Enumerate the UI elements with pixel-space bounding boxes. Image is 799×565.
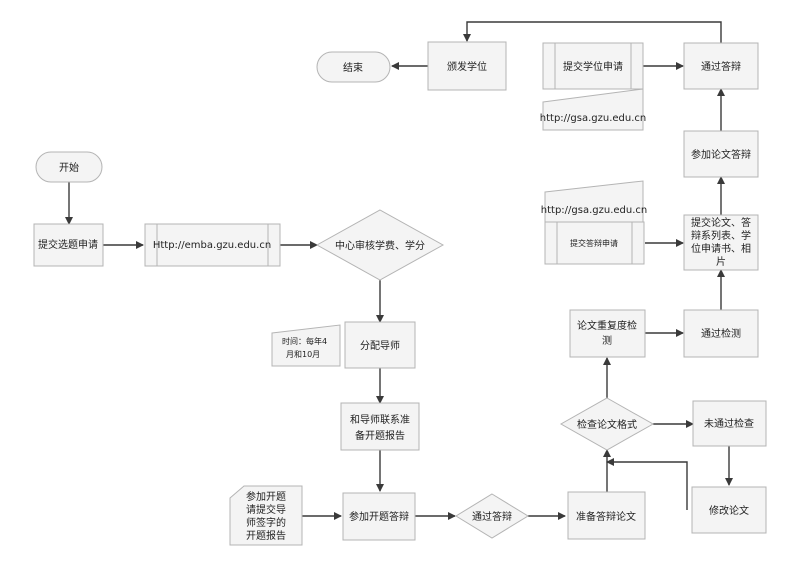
plagiarism-check-line-2: 测 xyxy=(602,334,612,347)
emba-url-process: Http://emba.gzu.edu.cn xyxy=(144,223,281,267)
submit-docs-line-2: 辩系列表、学 xyxy=(691,229,751,242)
contact-advisor-box: 和导师联系准 备开题报告 xyxy=(340,402,420,451)
defense-note-line-2: 请提交导 xyxy=(246,503,286,516)
revise-thesis-box: 修改论文 xyxy=(691,486,767,534)
pass-check-box: 通过检测 xyxy=(683,309,759,358)
arrow-revise-to-check xyxy=(606,458,688,510)
connectors xyxy=(65,21,733,520)
gsa-url-note-2: http://gsa.gzu.edu.cn xyxy=(540,88,646,131)
defense-note-line-1: 参加开题 xyxy=(246,490,286,503)
start-terminator: 开始 xyxy=(35,151,103,183)
submit-degree-app-label: 提交学位申请 xyxy=(563,60,623,73)
award-degree-box: 颁发学位 xyxy=(427,41,507,91)
revise-thesis-label: 修改论文 xyxy=(709,504,749,517)
defense-note-line-4: 开题报告 xyxy=(246,529,286,542)
arrow-pass-to-award xyxy=(463,21,722,43)
plagiarism-check-line-1: 论文重复度检 xyxy=(577,319,637,332)
submit-defense-app-label: 提交答辩申请 xyxy=(570,238,618,248)
defense-note-line-3: 师签字的 xyxy=(246,516,286,529)
submit-docs-line-3: 位申请书、相 xyxy=(691,242,751,255)
center-review-label: 中心审核学费、学分 xyxy=(335,239,425,252)
submit-docs-line-4: 片 xyxy=(716,255,726,268)
submit-degree-app-process: 提交学位申请 xyxy=(542,42,644,90)
time-note: 时间：每年4 月和10月 xyxy=(271,324,341,367)
pass-defense-2-label: 通过答辩 xyxy=(701,60,741,73)
proposal-defense-label: 参加开题答辩 xyxy=(349,510,409,523)
submit-docs-box: 提交论文、答 辩系列表、学 位申请书、相 片 xyxy=(683,214,759,271)
proposal-defense-box: 参加开题答辩 xyxy=(342,492,416,541)
pass-defense-decision-1: 通过答辩 xyxy=(455,493,529,539)
assign-advisor-box: 分配导师 xyxy=(344,321,416,369)
contact-advisor-line-1: 和导师联系准 xyxy=(350,413,410,426)
gsa-url-2-label: http://gsa.gzu.edu.cn xyxy=(540,113,646,124)
prepare-thesis-box: 准备答辩论文 xyxy=(567,491,646,540)
pass-check-label: 通过检测 xyxy=(701,327,741,340)
defense-note: 参加开题 请提交导 师签字的 开题报告 xyxy=(229,485,303,546)
submit-topic-label: 提交选题申请 xyxy=(38,238,98,251)
check-format-label: 检查论文格式 xyxy=(577,418,637,431)
submit-defense-app-process: 提交答辩申请 xyxy=(544,221,645,265)
gsa-url-note-1: http://gsa.gzu.edu.cn xyxy=(541,180,647,223)
prepare-thesis-label: 准备答辩论文 xyxy=(576,510,636,523)
time-note-line-2: 月和10月 xyxy=(286,350,320,359)
thesis-defense-label: 参加论文答辩 xyxy=(691,148,751,161)
fail-check-label: 未通过检查 xyxy=(704,417,754,430)
award-degree-label: 颁发学位 xyxy=(447,60,487,73)
check-format-decision: 检查论文格式 xyxy=(559,397,655,451)
assign-advisor-label: 分配导师 xyxy=(360,339,400,352)
submit-topic-box: 提交选题申请 xyxy=(33,223,104,267)
end-terminator: 结束 xyxy=(316,51,391,83)
emba-url-label: Http://emba.gzu.edu.cn xyxy=(153,240,271,251)
plagiarism-check-box: 论文重复度检 测 xyxy=(569,309,646,358)
end-label: 结束 xyxy=(343,61,363,74)
gsa-url-1-label: http://gsa.gzu.edu.cn xyxy=(541,205,647,216)
center-review-decision: 中心审核学费、学分 xyxy=(315,209,445,281)
pass-defense-box-2: 通过答辩 xyxy=(683,42,759,90)
fail-check-box: 未通过检查 xyxy=(692,400,767,447)
start-label: 开始 xyxy=(59,161,79,174)
contact-advisor-line-2: 备开题报告 xyxy=(355,429,405,442)
submit-docs-line-1: 提交论文、答 xyxy=(691,216,751,229)
time-note-line-1: 时间：每年4 xyxy=(282,336,327,346)
pass-defense-1-label: 通过答辩 xyxy=(472,510,512,523)
thesis-defense-box: 参加论文答辩 xyxy=(683,130,759,178)
